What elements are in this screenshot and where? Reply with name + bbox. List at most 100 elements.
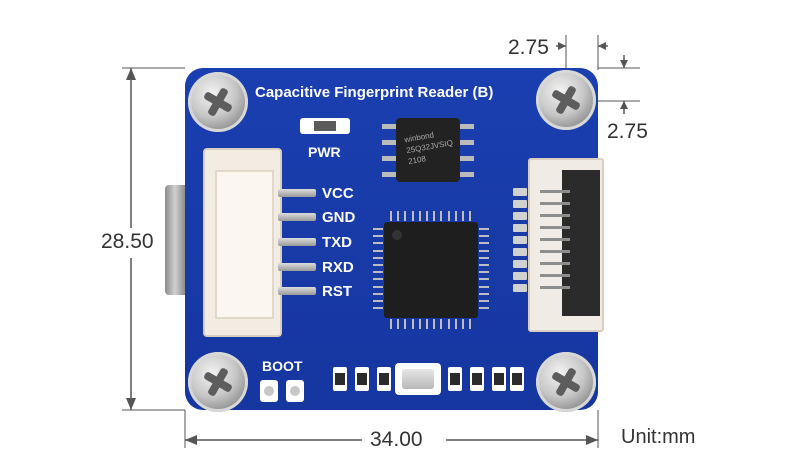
flash-chip	[396, 118, 460, 182]
pin-vcc	[278, 189, 316, 197]
fpc-pin	[540, 262, 570, 265]
height-dimension: 28.50	[101, 230, 154, 253]
fpc-pad	[513, 200, 527, 208]
power-led	[300, 118, 350, 134]
mcu-leg	[462, 211, 464, 221]
fpc-pad	[513, 272, 527, 280]
mcu-leg	[373, 307, 383, 310]
mcu-leg	[462, 319, 464, 329]
mcu-leg	[404, 211, 407, 221]
mcu-leg	[440, 319, 443, 329]
mcu-leg	[397, 211, 400, 221]
mcu-leg	[479, 228, 489, 230]
pin-label-gnd: GND	[322, 209, 356, 226]
mcu-leg	[411, 211, 414, 221]
mcu-leg	[390, 211, 392, 221]
fpc-pin	[540, 250, 570, 253]
mcu-leg	[373, 256, 383, 259]
hole-offset-y: 2.75	[607, 120, 648, 143]
pin-label-vcc: VCC	[322, 185, 354, 202]
flash-chip-leg	[382, 172, 396, 177]
flash-chip-leg	[460, 140, 474, 145]
mcu-leg	[479, 249, 489, 252]
fpc-pin	[540, 226, 570, 229]
mcu-leg	[479, 278, 489, 281]
mcu-leg	[373, 228, 383, 230]
fpc-pad	[513, 260, 527, 268]
mcu-leg	[479, 264, 489, 266]
mcu-leg	[397, 319, 400, 329]
pin-label-txd: TXD	[322, 234, 352, 251]
fpc-pin	[540, 286, 570, 289]
pin-label-rxd: RXD	[322, 259, 354, 276]
screw-top-right	[536, 70, 596, 130]
header-connector-inner	[215, 170, 274, 319]
fpc-pad	[513, 284, 527, 292]
flash-chip-leg	[460, 172, 474, 177]
mcu-leg	[373, 292, 383, 295]
mcu-leg	[390, 319, 392, 329]
flash-chip-leg	[382, 124, 396, 129]
flash-chip-leg	[382, 140, 396, 145]
mcu-leg	[447, 319, 450, 329]
mcu-leg	[479, 300, 489, 302]
fpc-pin	[540, 202, 570, 205]
screw-bottom-left	[188, 352, 248, 412]
unit-label: Unit:mm	[621, 426, 696, 448]
pin-rst	[278, 287, 316, 295]
mcu-leg	[479, 292, 489, 295]
mcu-leg	[479, 307, 489, 310]
smd-component	[355, 367, 369, 391]
boot-pad-1	[260, 380, 278, 402]
mcu-leg	[373, 285, 383, 288]
mcu-pin1-dot	[392, 230, 402, 240]
mcu-leg	[373, 235, 383, 238]
smd-component	[333, 367, 347, 391]
fpc-pad	[513, 236, 527, 244]
mcu-leg	[373, 271, 383, 274]
pin-label-rst: RST	[322, 283, 352, 300]
board-title: Capacitive Fingerprint Reader (B)	[255, 84, 494, 101]
mcu-leg	[373, 249, 383, 252]
flash-chip-leg	[460, 124, 474, 129]
boot-label: BOOT	[262, 358, 303, 374]
screw-bottom-right	[536, 352, 596, 412]
mcu-leg	[479, 271, 489, 274]
smd-component	[377, 367, 391, 391]
smd-component	[492, 367, 506, 391]
mcu-leg	[454, 319, 457, 329]
flash-chip-leg	[460, 156, 474, 161]
crystal-oscillator	[395, 363, 441, 395]
mcu-leg	[433, 211, 436, 221]
usb-connector	[165, 185, 185, 295]
hole-offset-x: 2.75	[508, 36, 549, 59]
mcu-leg	[418, 211, 421, 221]
mcu-leg	[404, 319, 407, 329]
fpc-pad	[513, 248, 527, 256]
mcu-leg	[373, 264, 383, 266]
mcu-leg	[469, 211, 472, 221]
mcu-leg	[373, 300, 383, 302]
fpc-latch	[562, 170, 600, 316]
fpc-pin	[540, 214, 570, 217]
mcu-leg	[418, 319, 421, 329]
pin-rxd	[278, 263, 316, 271]
mcu-leg	[373, 242, 383, 245]
fpc-pin	[540, 274, 570, 277]
smd-component	[448, 367, 462, 391]
screw-top-left	[188, 72, 248, 132]
fpc-pin	[540, 238, 570, 241]
mcu-leg	[373, 278, 383, 281]
pwr-label: PWR	[308, 144, 341, 160]
mcu-leg	[479, 285, 489, 288]
mcu-leg	[469, 319, 472, 329]
mcu-leg	[426, 319, 428, 329]
boot-pad-2	[286, 380, 304, 402]
mcu-leg	[426, 211, 428, 221]
header-connector	[203, 148, 282, 337]
mcu-leg	[433, 319, 436, 329]
mcu-leg	[440, 211, 443, 221]
pin-gnd	[278, 213, 316, 221]
